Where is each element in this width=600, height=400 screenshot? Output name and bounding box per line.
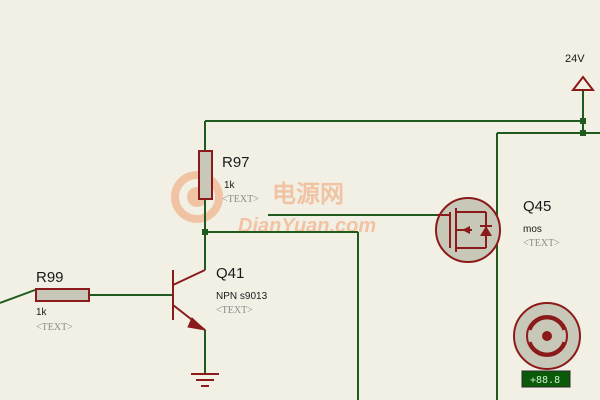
motor-rotor-icon: [526, 315, 568, 357]
junction-collector: [202, 229, 208, 235]
resistor-r99[interactable]: R99 1k <TEXT>: [35, 269, 90, 333]
q41-name: Q41: [216, 265, 244, 282]
q41-emitter-arrow-icon: [187, 317, 207, 331]
wires: [0, 90, 600, 400]
junction-supply: [580, 118, 586, 124]
q41-collector-lead: [172, 269, 206, 286]
r99-name: R99: [36, 269, 64, 286]
r97-text: <TEXT>: [222, 194, 259, 205]
r97-value: 1k: [224, 180, 236, 191]
r99-value: 1k: [36, 307, 48, 318]
q45-arrow-icon: [462, 226, 470, 234]
transistor-q45[interactable]: Q45 mos <TEXT>: [435, 197, 560, 263]
supply-arrow-icon: [570, 75, 596, 91]
q45-diode-icon: [480, 226, 492, 236]
ground-symbol-icon: [191, 373, 219, 387]
q41-text: <TEXT>: [216, 305, 253, 316]
junction-drain: [580, 130, 586, 136]
resistor-r97-body: [198, 150, 213, 200]
wire-input: [0, 289, 36, 304]
q45-text: <TEXT>: [523, 238, 560, 249]
junctions: [202, 118, 586, 235]
q41-value: NPN s9013: [216, 291, 268, 302]
r99-text: <TEXT>: [36, 322, 73, 333]
q45-value: mos: [523, 224, 542, 235]
motor-meter-value: +88.8: [530, 375, 560, 386]
resistor-r99-body: [35, 288, 90, 302]
transistor-q41[interactable]: Q41 NPN s9013 <TEXT>: [172, 265, 268, 331]
watermark-chinese: 电源网: [272, 180, 344, 208]
watermark-english: DianYuan.com: [238, 215, 376, 237]
motor-meter: [521, 370, 571, 388]
r97-name: R97: [222, 154, 250, 171]
supply-label: 24V: [565, 53, 585, 65]
q45-name: Q45: [523, 198, 551, 215]
motor[interactable]: +88.8: [513, 302, 581, 388]
resistor-r97[interactable]: R97 1k <TEXT>: [198, 150, 259, 205]
supply-terminal[interactable]: 24V: [565, 53, 596, 91]
